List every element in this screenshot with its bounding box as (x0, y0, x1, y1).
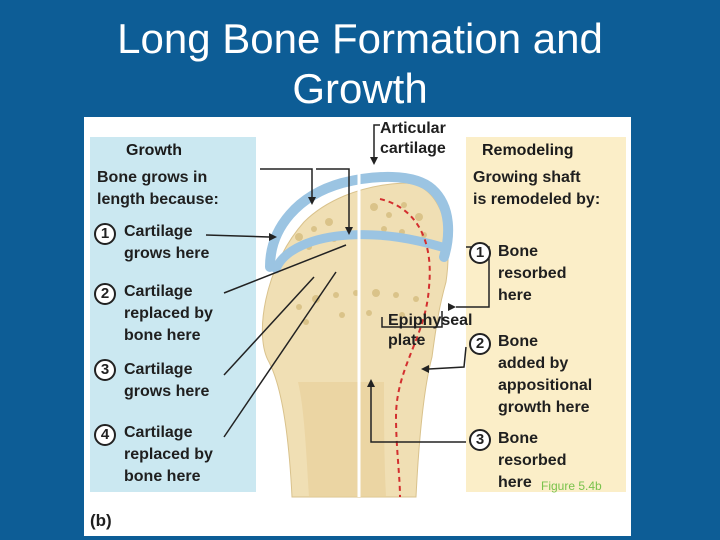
growth-step-1-line-1: Cartilage (124, 223, 193, 240)
growth-step-4-line-3: bone here (124, 468, 201, 485)
leader-arrowheads (269, 157, 456, 387)
growth-step-1-text: Cartilage grows here (124, 221, 209, 265)
growth-step-1-number: 1 (94, 223, 116, 245)
slide-title-line-1: Long Bone Formation and (117, 15, 603, 62)
remodeling-step-1-number: 1 (469, 242, 491, 264)
bone-growth-figure: Articular cartilage Epiphyseal plate Gro… (84, 117, 631, 536)
articular-cartilage-label: Articular cartilage (380, 119, 446, 159)
remodeling-step-3-line-1: Bone (498, 430, 538, 447)
growth-step-3-number: 3 (94, 359, 116, 381)
growth-step-3-line-2: grows here (124, 383, 210, 400)
leader-lines (205, 124, 490, 443)
growth-step-2-text: Cartilage replaced by bone here (124, 281, 213, 347)
bone-shading (298, 382, 386, 497)
remodeling-step-3-line-2: resorbed (498, 452, 567, 469)
remodeling-step-2-text: Bone added by appositional growth here (498, 331, 592, 419)
remodeling-step-2-line-3: appositional (498, 377, 593, 394)
remodeling-line (379, 198, 431, 498)
articular-cartilage (265, 172, 454, 272)
epiphyseal-label-line-2: plate (388, 332, 426, 349)
growth-intro-line-1: Bone grows in (97, 169, 208, 186)
growth-heading: Growth (126, 142, 182, 159)
remodeling-step-2-line-2: added by (498, 355, 569, 372)
growth-panel (90, 137, 256, 492)
growth-intro: Bone grows in length because: (97, 167, 219, 211)
remodeling-step-2-line-4: growth here (498, 399, 590, 416)
remodeling-step-2-number: 2 (469, 333, 491, 355)
figure-part-label: (b) (90, 511, 112, 530)
remodeling-step-2-line-1: Bone (498, 333, 538, 350)
remodeling-step-3-number: 3 (469, 429, 491, 451)
articular-label-line-1: Articular (380, 120, 446, 137)
remodeling-intro: Growing shaft is remodeled by: (473, 167, 600, 211)
remodeling-step-3-line-3: here (498, 474, 532, 491)
growth-step-2-line-2: replaced by (124, 305, 213, 322)
remodeling-intro-line-1: Growing shaft (473, 169, 581, 186)
remodeling-heading: Remodeling (482, 142, 574, 159)
growth-intro-line-2: length because: (97, 191, 219, 208)
growth-step-4-number: 4 (94, 424, 116, 446)
remodeling-panel (466, 137, 626, 492)
growth-step-1-line-2: grows here (124, 245, 210, 262)
growth-step-3-line-1: Cartilage (124, 361, 193, 378)
slide-title-line-2: Growth (292, 65, 428, 112)
growth-step-2-number: 2 (94, 283, 116, 305)
remodeling-step-1-line-3: here (498, 287, 532, 304)
articular-label-line-2: cartilage (380, 140, 446, 157)
spongy-bone (295, 202, 427, 325)
epiphyseal-label-line-1: Epiphyseal (388, 312, 473, 329)
growth-step-3-text: Cartilage grows here (124, 359, 209, 403)
bone-illustration (205, 124, 490, 498)
remodeling-step-1-text: Bone resorbed here (498, 241, 566, 307)
epiphyseal-plate-label: Epiphyseal plate (388, 311, 472, 351)
growth-step-2-line-1: Cartilage (124, 283, 193, 300)
remodeling-step-1-line-1: Bone (498, 243, 538, 260)
growth-step-4-text: Cartilage replaced by bone here (124, 422, 213, 488)
growth-step-2-line-3: bone here (124, 327, 201, 344)
figure-number-label: Figure 5.4b (541, 479, 602, 493)
growth-step-4-line-1: Cartilage (124, 424, 193, 441)
remodeling-step-1-line-2: resorbed (498, 265, 567, 282)
remodeling-intro-line-2: is remodeled by: (473, 191, 601, 208)
remodeling-step-3-text: Bone resorbed here (498, 428, 566, 494)
growth-step-4-line-2: replaced by (124, 446, 213, 463)
slide-title: Long Bone Formation and Growth (0, 14, 720, 114)
